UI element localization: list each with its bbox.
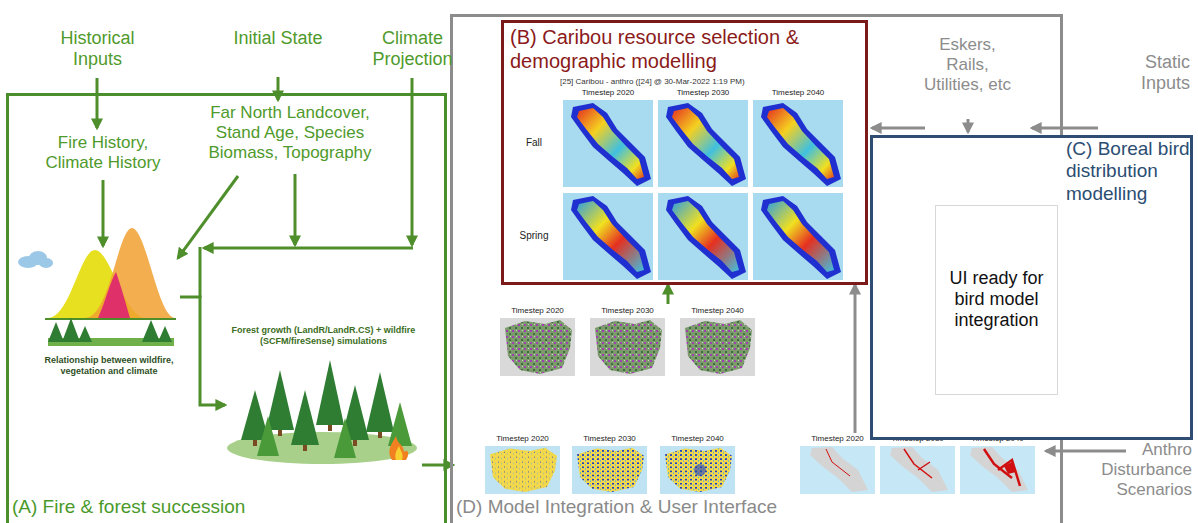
free-label: Initial State <box>232 28 324 49</box>
inner-box: UI ready for bird model integration <box>935 205 1058 395</box>
map-strip: Timestep 2020 Timestep 2030 Timestep 2040 <box>455 304 845 378</box>
illustration-box: Forest growth (LandR/LandR.CS) + wildfir… <box>225 323 422 470</box>
node-text: Timestep 2040 <box>680 306 755 315</box>
panel-box: (C) Boreal bird distribution modellingUI… <box>870 135 1193 440</box>
input-arrows <box>97 77 413 298</box>
node-title: Timestep 2020 <box>800 434 875 443</box>
node-text: Timestep 2030 <box>572 434 647 443</box>
node-text: [25] Caribou - anthro ([24] @ 30-Mar-202… <box>560 77 855 86</box>
caribou-maps <box>563 100 843 280</box>
free-label: Far North Landcover, Stand Age, Species … <box>200 103 380 163</box>
node-text: Timestep 2030 <box>658 88 748 97</box>
forest-illustration <box>227 360 417 464</box>
panel-box: (B) Caribou resource selection & demogra… <box>501 20 868 285</box>
free-label: Eskers, Rails, Utilities, etc <box>920 35 1015 95</box>
node-title: UI ready for bird model integration <box>937 268 1056 332</box>
node-text: Timestep 2040 <box>660 434 735 443</box>
node-title: (B) Caribou resource selection & demogra… <box>510 26 860 73</box>
free-label: Climate Projection <box>360 28 465 70</box>
node-title: Timestep 2020 <box>485 434 560 443</box>
free-label: Historical Inputs <box>50 28 145 70</box>
free-label: Fire History, Climate History <box>28 133 178 173</box>
node-title: (A) Fire & forest succession <box>12 496 432 518</box>
node-text: Fall <box>508 137 560 149</box>
node-title: Relationship between wildfire, vegetatio… <box>38 355 180 376</box>
free-label: Anthro Disturbance Scenarios <box>1072 440 1192 500</box>
connector-arrow <box>422 464 453 467</box>
relationship-graph <box>18 228 176 346</box>
illustration-box: Relationship between wildfire, vegetatio… <box>38 220 180 392</box>
node-title: Forest growth (LandR/LandR.CS) + wildfir… <box>225 325 422 346</box>
connector-arrow <box>180 297 225 405</box>
node-title: (D) Model Integration & User Interface <box>456 496 876 518</box>
node-text: Spring <box>508 230 560 242</box>
connector-arrow <box>854 285 857 433</box>
map-strip: Timestep 2020Timestep 2030Timestep 2040 <box>752 433 1042 495</box>
connector-arrow <box>667 285 670 304</box>
node-text: Timestep 2040 <box>753 88 843 97</box>
node-text: Timestep 2020 <box>563 88 653 97</box>
landcover-maps <box>500 318 755 376</box>
free-label: Static Inputs <box>1105 52 1190 94</box>
node-text: Timestep 2030 <box>590 306 665 315</box>
stand-age-maps <box>485 446 735 494</box>
node-title: Timestep 2020 <box>500 306 575 315</box>
anthro-maps <box>800 446 1035 494</box>
map-strip: Timestep 2020 Timestep 2030 Timestep 2040 <box>453 433 748 495</box>
node-title: (C) Boreal bird distribution modelling <box>1066 138 1190 205</box>
